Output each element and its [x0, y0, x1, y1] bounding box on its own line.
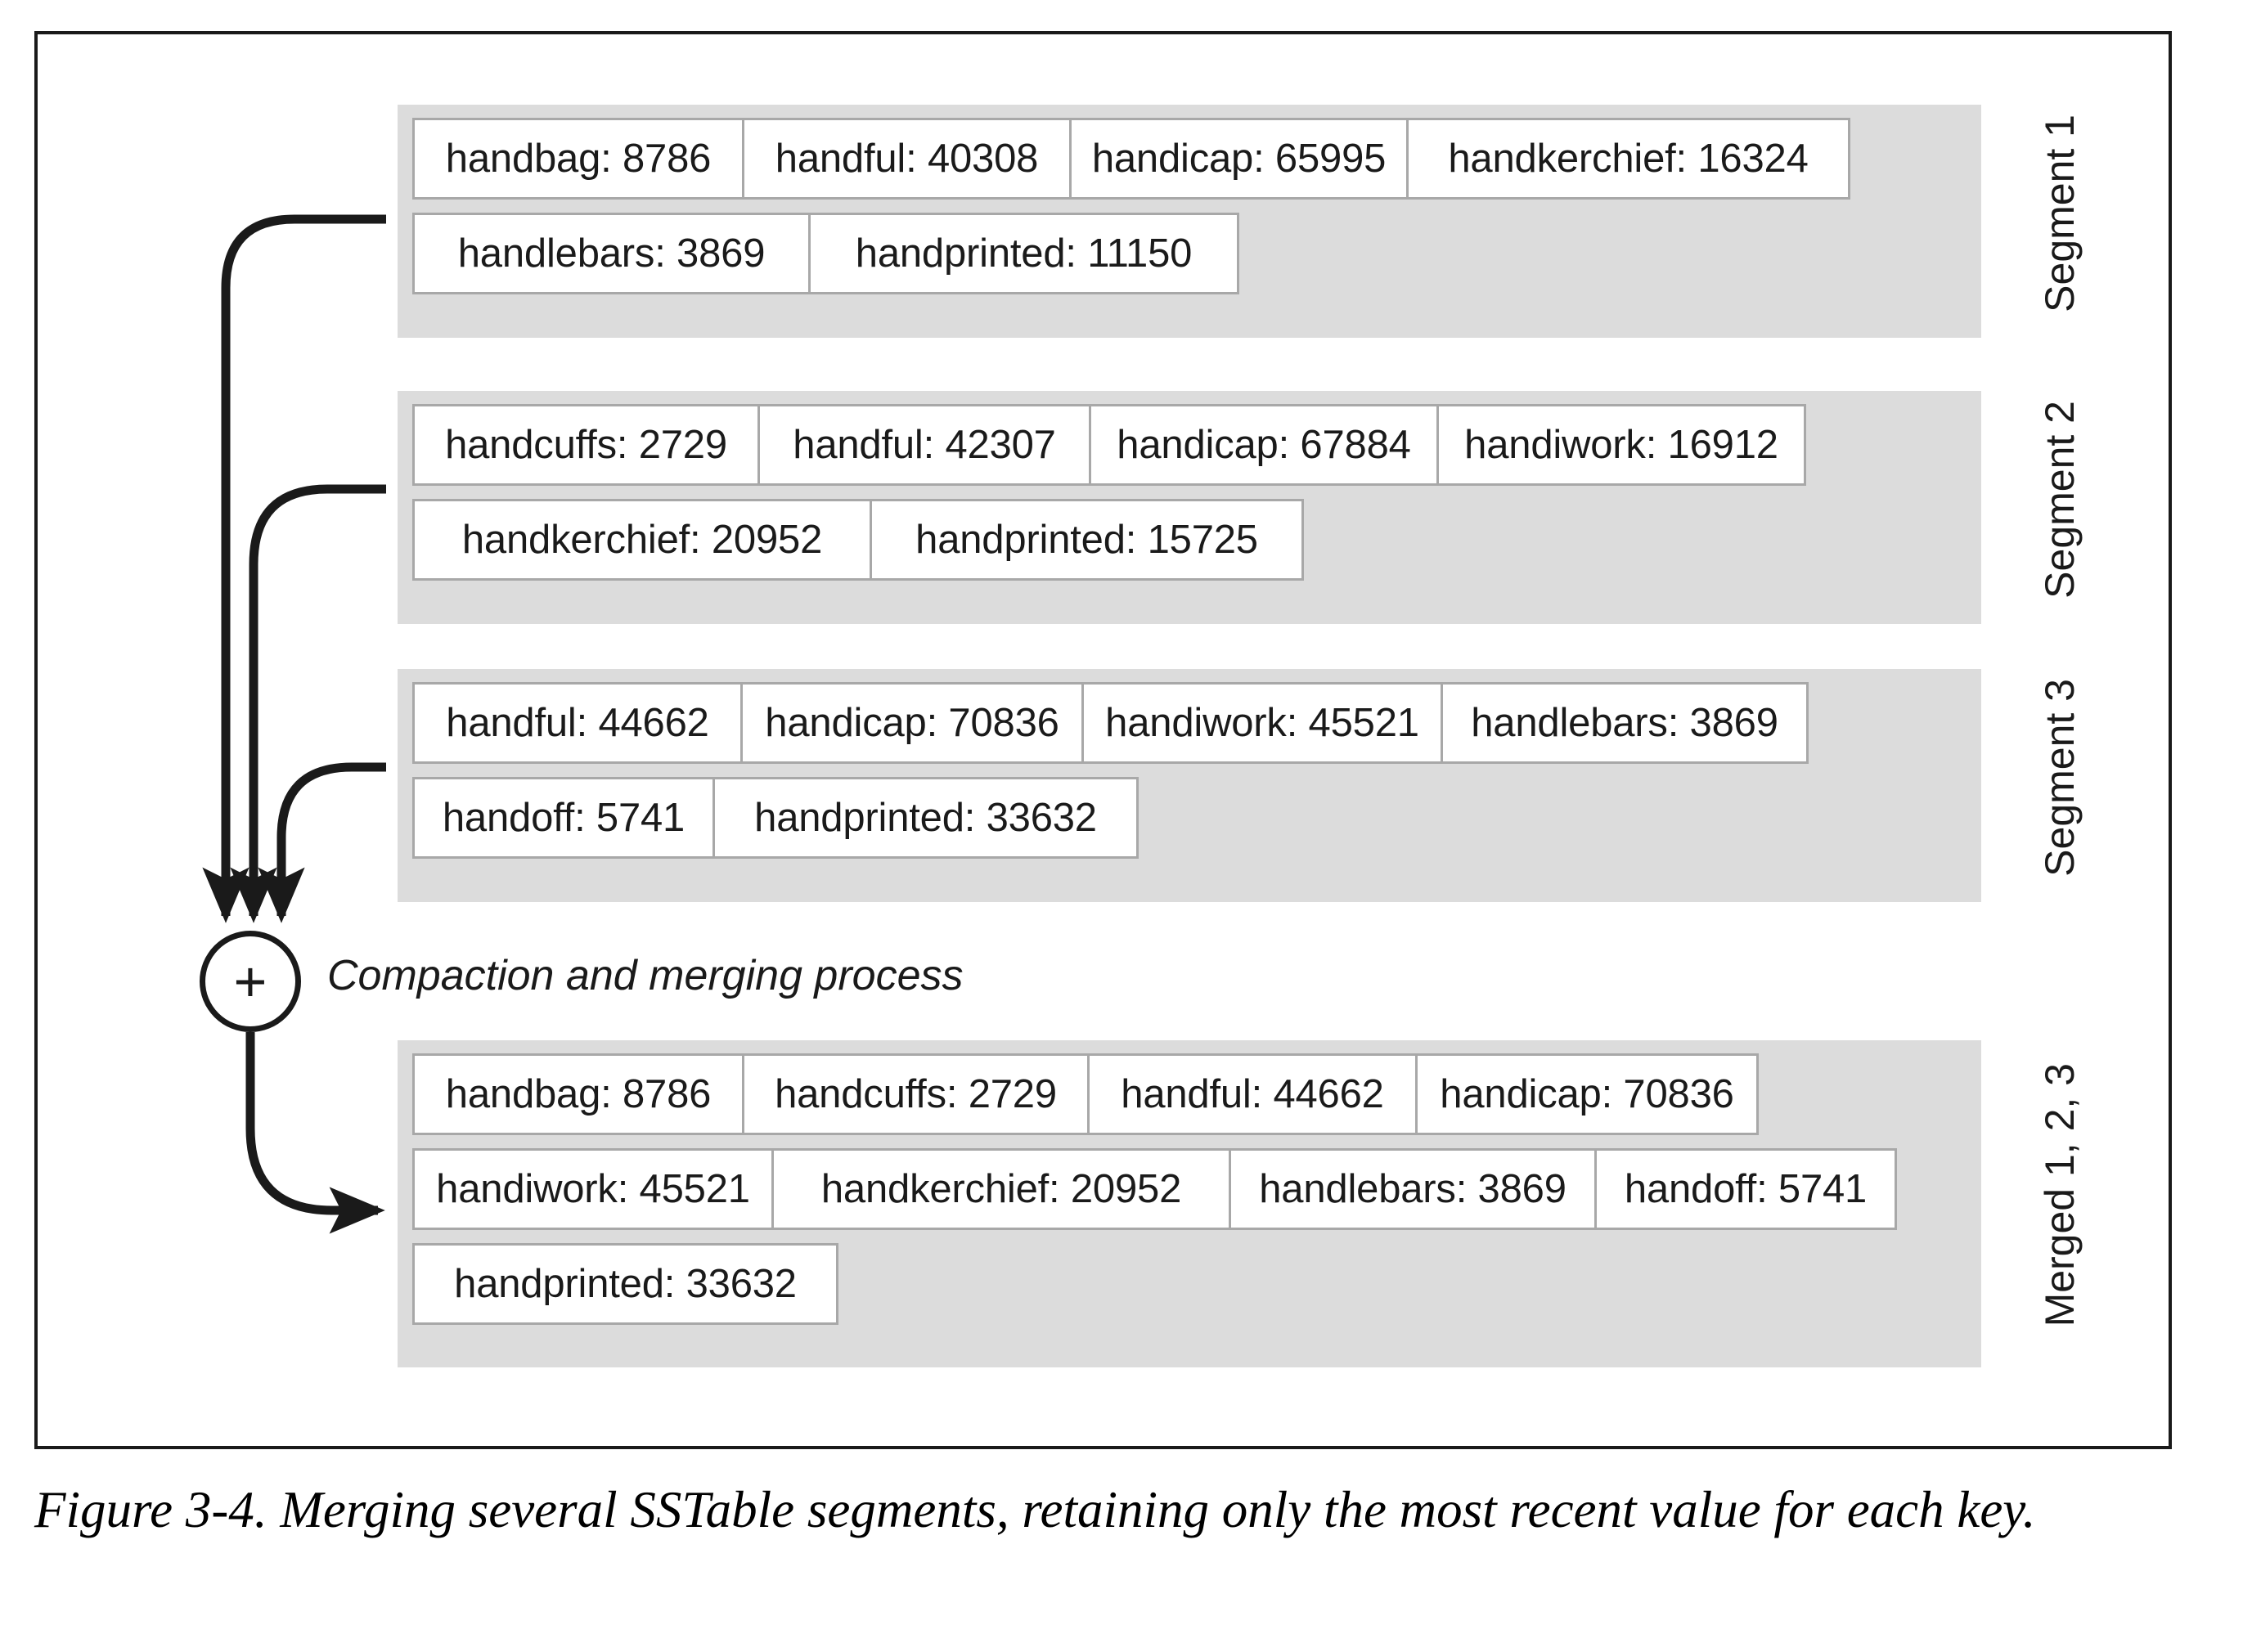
kv-cell[interactable]: handicap: 67884: [1089, 404, 1439, 486]
segment-panel-1: handbag: 8786 handful: 40308 handicap: 6…: [398, 105, 1981, 338]
kv-cell[interactable]: handlebars: 3869: [1229, 1148, 1597, 1230]
kv-cell[interactable]: handprinted: 33632: [412, 1243, 838, 1325]
segment-label-1: Segment 1: [2037, 114, 2083, 312]
kv-cell[interactable]: handoff: 5741: [1594, 1148, 1897, 1230]
segment-3-row-1: handful: 44662 handicap: 70836 handiwork…: [412, 682, 1967, 764]
kv-cell[interactable]: handful: 42307: [757, 404, 1091, 486]
kv-cell[interactable]: handkerchief: 20952: [412, 499, 872, 581]
kv-cell[interactable]: handprinted: 33632: [712, 777, 1139, 859]
kv-cell[interactable]: handkerchief: 16324: [1406, 118, 1850, 200]
kv-cell[interactable]: handprinted: 11150: [808, 213, 1239, 294]
segment-panel-3: handful: 44662 handicap: 70836 handiwork…: [398, 669, 1981, 902]
kv-cell[interactable]: handful: 44662: [1087, 1053, 1418, 1135]
compaction-process-label: Compaction and merging process: [327, 952, 964, 999]
kv-cell[interactable]: handful: 44662: [412, 682, 743, 764]
merged-row-1: handbag: 8786 handcuffs: 2729 handful: 4…: [412, 1053, 1967, 1135]
kv-cell[interactable]: handbag: 8786: [412, 1053, 744, 1135]
kv-cell[interactable]: handicap: 70836: [740, 682, 1084, 764]
kv-cell[interactable]: handkerchief: 20952: [771, 1148, 1231, 1230]
kv-cell[interactable]: handlebars: 3869: [412, 213, 811, 294]
kv-cell[interactable]: handiwork: 45521: [412, 1148, 774, 1230]
kv-cell[interactable]: handcuffs: 2729: [412, 404, 760, 486]
merged-label: Merged 1, 2, 3: [2037, 1063, 2083, 1327]
segment-label-2: Segment 2: [2037, 401, 2083, 599]
kv-cell[interactable]: handoff: 5741: [412, 777, 715, 859]
kv-cell[interactable]: handicap: 70836: [1415, 1053, 1759, 1135]
merged-row-3: handprinted: 33632: [412, 1243, 1967, 1325]
segment-2-row-1: handcuffs: 2729 handful: 42307 handicap:…: [412, 404, 1967, 486]
segment-3-row-2: handoff: 5741 handprinted: 33632: [412, 777, 1967, 859]
segment-1-row-1: handbag: 8786 handful: 40308 handicap: 6…: [412, 118, 1967, 200]
segment-label-3: Segment 3: [2037, 679, 2083, 877]
kv-cell[interactable]: handicap: 65995: [1069, 118, 1409, 200]
kv-cell[interactable]: handprinted: 15725: [870, 499, 1304, 581]
segment-panel-2: handcuffs: 2729 handful: 42307 handicap:…: [398, 391, 1981, 624]
merged-panel: handbag: 8786 handcuffs: 2729 handful: 4…: [398, 1040, 1981, 1367]
kv-cell[interactable]: handlebars: 3869: [1441, 682, 1809, 764]
segment-1-row-2: handlebars: 3869 handprinted: 11150: [412, 213, 1967, 294]
kv-cell[interactable]: handful: 40308: [742, 118, 1072, 200]
kv-cell[interactable]: handiwork: 16912: [1436, 404, 1806, 486]
kv-cell[interactable]: handiwork: 45521: [1081, 682, 1443, 764]
segment-2-row-2: handkerchief: 20952 handprinted: 15725: [412, 499, 1967, 581]
kv-cell[interactable]: handbag: 8786: [412, 118, 744, 200]
merge-node[interactable]: +: [200, 931, 301, 1032]
figure-caption: Figure 3-4. Merging several SSTable segm…: [34, 1481, 2036, 1538]
kv-cell[interactable]: handcuffs: 2729: [742, 1053, 1090, 1135]
merged-row-2: handiwork: 45521 handkerchief: 20952 han…: [412, 1148, 1967, 1230]
